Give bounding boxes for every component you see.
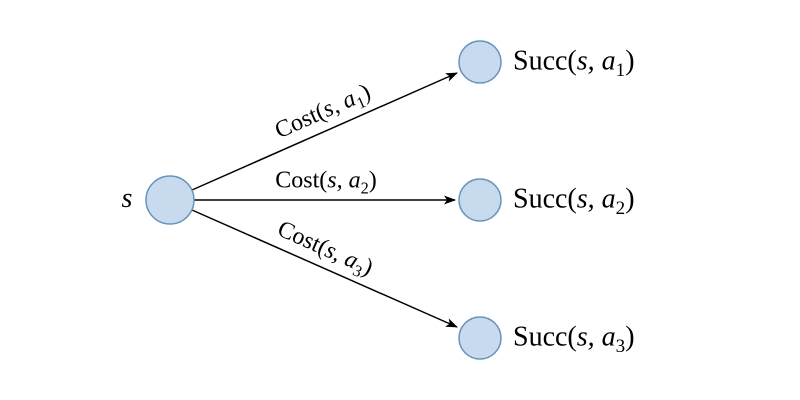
- succ-close-paren: ): [625, 183, 635, 215]
- succ-args: s, a: [576, 45, 616, 77]
- successor-label-2: Succ(s, a2): [513, 183, 635, 218]
- edge-arrow-3: [191, 209, 458, 328]
- successor-node-3: [458, 316, 502, 360]
- cost-close-paren: ): [368, 167, 377, 194]
- source-state-symbol: s: [121, 183, 133, 214]
- successor-label-1: Succ(s, a1): [513, 45, 635, 80]
- cost-args: s, a: [327, 167, 361, 194]
- succ-close-paren: ): [625, 321, 635, 353]
- succ-args: s, a: [576, 321, 616, 353]
- edge-label-cost-2: Cost(s, a2): [275, 167, 377, 198]
- succ-fn-name: Succ(: [513, 321, 577, 353]
- succ-fn-name: Succ(: [513, 183, 577, 215]
- source-state-node: [145, 175, 195, 225]
- succ-subscript: 2: [615, 197, 626, 219]
- successor-node-2: [458, 178, 502, 222]
- succ-args: s, a: [576, 183, 616, 215]
- successor-node-1: [458, 40, 502, 84]
- cost-subscript: 2: [360, 178, 369, 198]
- succ-subscript: 1: [615, 59, 626, 81]
- succ-close-paren: ): [625, 45, 635, 77]
- cost-fn-name: Cost(: [275, 167, 328, 194]
- succ-fn-name: Succ(: [513, 45, 577, 77]
- succ-subscript: 3: [615, 335, 626, 357]
- successor-label-3: Succ(s, a3): [513, 321, 635, 356]
- edge-arrow-1: [191, 72, 458, 191]
- source-state-label: s: [122, 183, 133, 215]
